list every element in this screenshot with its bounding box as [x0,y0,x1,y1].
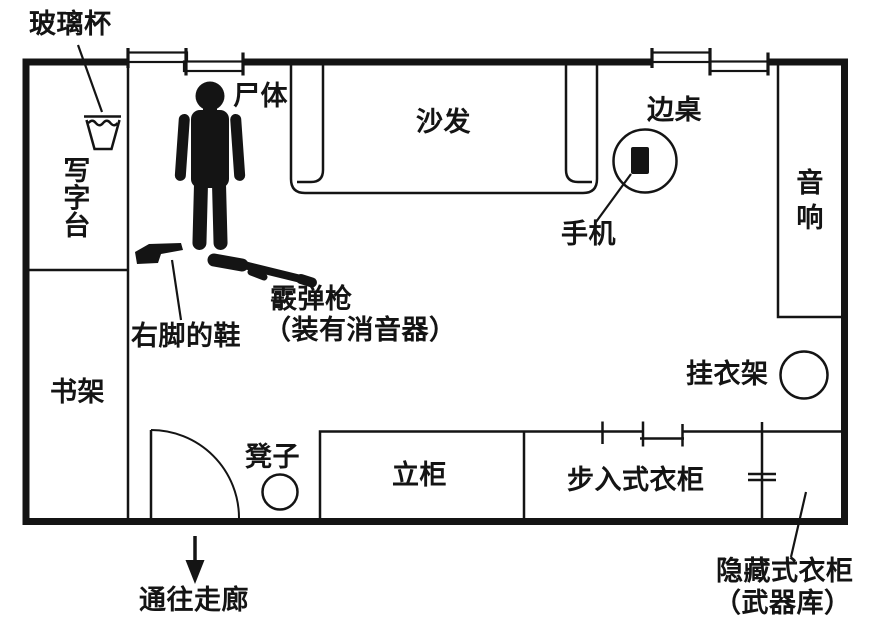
right-shoe-label: 右脚的鞋 [131,321,241,351]
glass-cup-icon [84,115,121,151]
window-right [650,48,770,76]
shotgun-note-label: （装有消音器） [264,315,457,345]
walkin-closet-label: 步入式衣柜 [567,465,705,495]
stereo-shape [776,62,844,319]
glass-pointer-line [76,44,104,113]
shoe-shape [135,243,183,264]
armory-note-label: （武器库） [714,588,852,618]
phone-pointer-line [595,173,632,223]
shotgun-shape [207,253,317,288]
closet-door-ticks [601,421,776,482]
shoe-pointer-line [170,259,183,321]
coat-rack-shape [779,350,829,400]
corpse-figure [174,81,246,250]
stool-label: 凳子 [245,442,300,472]
cabinet-closet-outline [318,422,841,518]
corpse-label: 尸体 [233,81,288,111]
side-table-label: 边桌 [647,95,702,125]
side-table-shape [612,128,678,194]
outer-wall [22,58,848,525]
desk-label: 写字台 [59,156,90,239]
phone-icon [631,147,649,174]
phone-label: 手机 [561,219,616,249]
bookshelf-label: 书架 [50,377,105,407]
stool-shape [261,473,299,511]
desk-bookshelf-outline [26,62,130,519]
corridor-label: 通往走廊 [139,585,249,615]
window-left [126,48,245,76]
entry-door [149,429,240,519]
shotgun-label: 霰弹枪 [270,284,353,314]
hidden-closet-label: 隐藏式衣柜 [716,556,854,586]
sofa-shape [289,62,599,195]
sofa-label: 沙发 [416,107,471,137]
corridor-arrow-head [185,560,205,584]
hidden-closet-pointer-line [789,491,808,558]
cabinet-label: 立柜 [392,460,447,490]
stereo-label: 音响 [792,168,823,238]
coat-rack-label: 挂衣架 [686,359,769,389]
glass-label: 玻璃杯 [29,9,112,39]
